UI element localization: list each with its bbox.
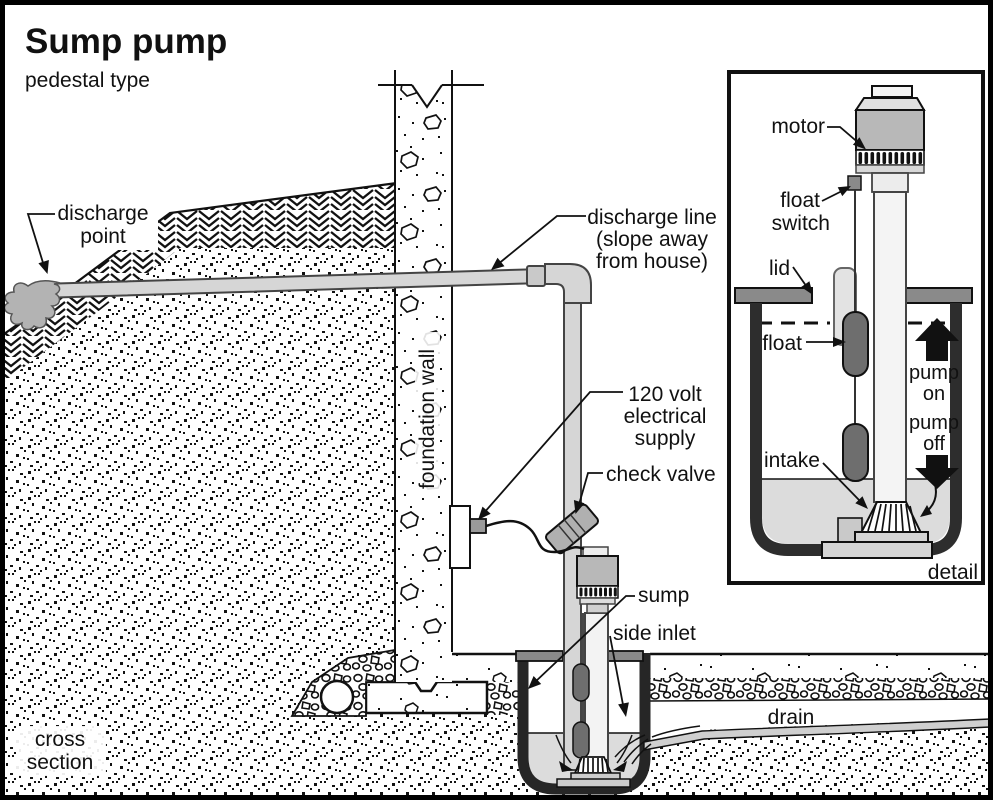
soil-under-footing <box>397 713 518 795</box>
pit-lid-left <box>515 650 564 662</box>
footing-drain-pipe <box>319 679 355 715</box>
drain-gap <box>648 700 990 741</box>
page-subtitle: pedestal type <box>25 69 150 92</box>
pit-wall <box>517 653 651 795</box>
discharge-splash <box>3 279 61 331</box>
lid-label: lid <box>769 257 790 280</box>
discharge-line-label-2: (slope away <box>596 228 709 251</box>
electrical-supply-label-1: 120 volt <box>628 383 702 406</box>
float-lower <box>572 721 590 759</box>
inset-labels: motor float switch lid float pump on pum… <box>762 115 978 584</box>
float-label: float <box>762 332 802 355</box>
gravel-under-slab <box>487 682 518 715</box>
float-switch-label-2: switch <box>772 212 830 235</box>
drain-channel <box>614 718 991 765</box>
inset-float-lower <box>842 423 869 482</box>
motor-neck <box>586 603 609 614</box>
header: Sump pump pedestal type <box>25 22 227 92</box>
drain-label: drain <box>768 706 815 729</box>
intake-flow-arrow-right <box>613 761 627 772</box>
detail-caption: detail <box>928 561 978 584</box>
inset-motor-shoulder <box>854 97 926 111</box>
topsoil-slope <box>4 183 397 382</box>
inset-motor-neck <box>871 172 909 193</box>
electrical-supply-label-2: electrical <box>624 405 707 428</box>
float-switch-box <box>847 175 862 191</box>
power-outlet <box>449 505 585 569</box>
pump-on-label-1: pump <box>909 362 959 384</box>
check-valve <box>545 503 599 555</box>
inlet-flow-lines <box>614 725 701 765</box>
inset-lid-left <box>734 287 813 304</box>
inset-intake-flow-arrow <box>920 505 932 517</box>
discharge-line-label-1: discharge line <box>587 206 717 229</box>
power-cord <box>485 519 585 554</box>
float-switch-label-1: float <box>780 189 820 212</box>
main-labels: discharge point discharge line (slope aw… <box>16 198 814 776</box>
inset-pump-foot <box>821 541 933 559</box>
outlet-plate <box>449 505 471 569</box>
intake-flow-arrow-left <box>559 761 573 772</box>
pump-off-label-1: pump <box>909 412 959 434</box>
pump-off-arrow <box>915 455 959 489</box>
pump-off-label-2: off <box>923 433 945 455</box>
inset-float-upper <box>842 311 869 377</box>
pump-on-arrow <box>915 318 959 361</box>
inset-motor-body <box>855 109 925 151</box>
discharge-point-label-2: point <box>80 225 126 248</box>
pump-on-label-2: on <box>923 383 945 405</box>
gravel-right <box>650 678 990 701</box>
plug <box>469 518 487 534</box>
motor-cap <box>582 546 609 557</box>
float-upper <box>572 663 590 702</box>
discharge-point-label-1: discharge <box>57 202 148 225</box>
pit-lid-right <box>603 650 644 662</box>
soil-left <box>4 248 397 795</box>
floor-slab-right <box>650 653 990 678</box>
detail-inset: motor float switch lid float pump on pum… <box>727 70 985 585</box>
cross-section-note-2: section <box>27 751 94 774</box>
pipe-coupling <box>526 265 546 287</box>
inset-motor-cap <box>871 85 913 98</box>
motor-label: motor <box>771 115 825 138</box>
basement-floor <box>290 648 991 741</box>
inset-column <box>873 191 907 503</box>
cross-section-note-1: cross <box>35 728 85 751</box>
sump-label: sump <box>638 584 689 607</box>
pump-foot <box>556 778 631 788</box>
side-inlet-label: side inlet <box>613 622 696 645</box>
foundation-wall-label: foundation wall <box>416 349 439 489</box>
check-valve-label: check valve <box>606 463 716 486</box>
intake-label: intake <box>764 449 820 472</box>
motor-body <box>576 555 619 587</box>
electrical-supply-label-3: supply <box>635 427 696 450</box>
wall-break <box>411 84 443 109</box>
discharge-line-label-3: from house) <box>596 250 708 273</box>
floor-slab-left <box>452 653 518 682</box>
page-title: Sump pump <box>25 22 227 61</box>
pedestal-pump <box>555 546 633 788</box>
